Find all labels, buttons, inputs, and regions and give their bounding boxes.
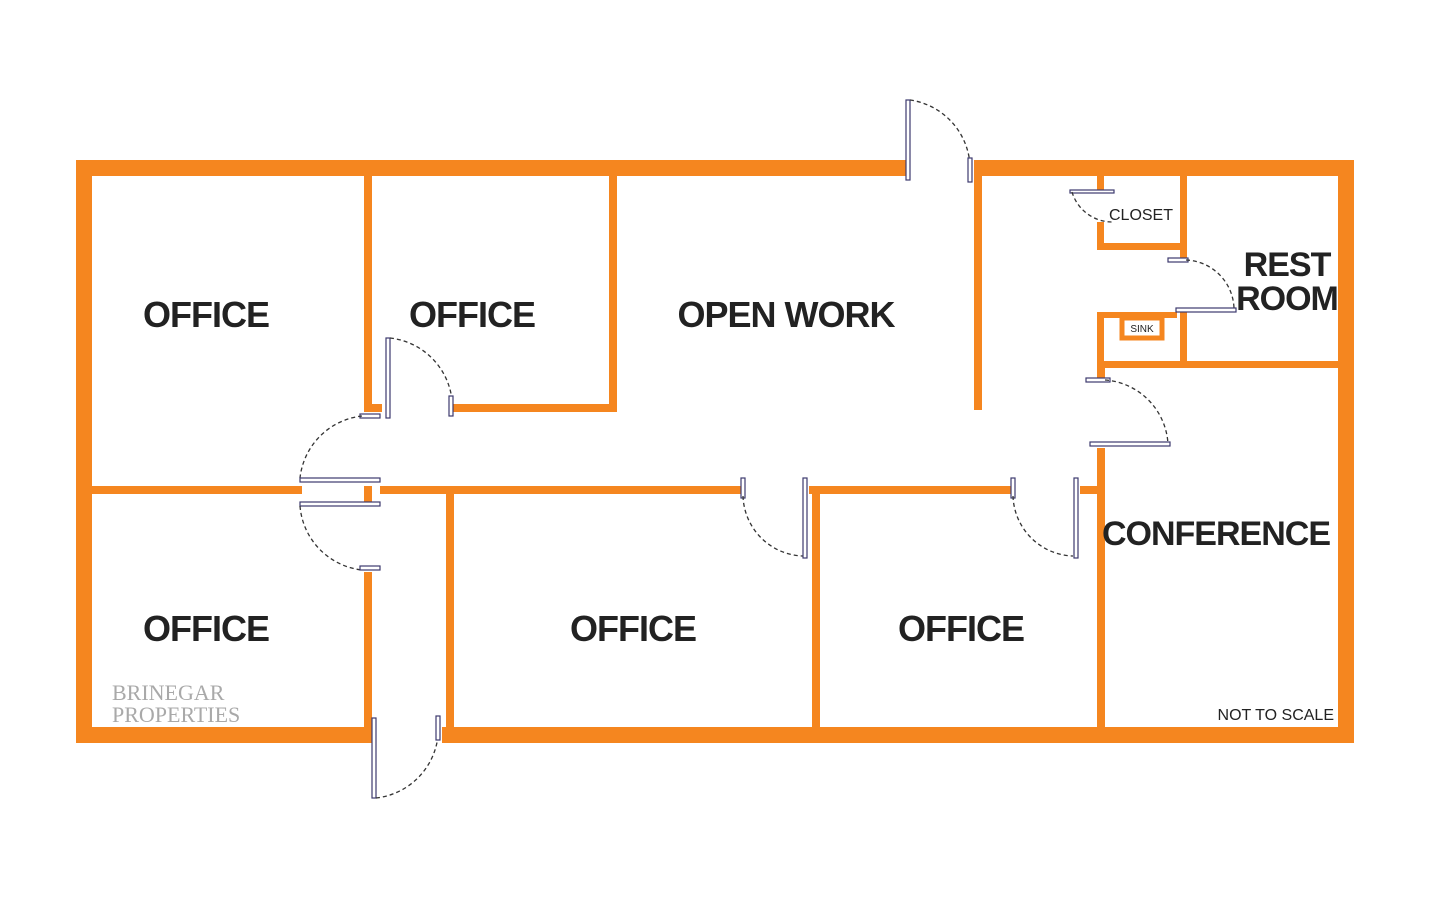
brand-line2: PROPERTIES <box>112 702 240 727</box>
label-closet: CLOSET <box>1109 207 1173 224</box>
entry-door-jamb <box>967 157 973 183</box>
note-not-to-scale: NOT TO SCALE <box>1218 707 1334 724</box>
office4-door-leaf[interactable] <box>802 477 808 559</box>
office2-door-jamb <box>448 395 454 417</box>
office1-door-leaf[interactable] <box>299 477 381 483</box>
office3-door-swing <box>299 505 363 571</box>
office1-door-swing <box>299 415 363 479</box>
wall-corridor-center <box>380 486 743 494</box>
wall-conference-left <box>1097 448 1105 733</box>
conference-door-leaf[interactable] <box>1089 441 1171 447</box>
label-office-top-left: OFFICE <box>143 294 269 335</box>
office4-door-swing <box>742 495 804 557</box>
office2-door-leaf[interactable] <box>385 337 391 419</box>
label-office-top-middle: OFFICE <box>409 294 535 335</box>
restroom-door-leaf[interactable] <box>1175 307 1237 313</box>
wall-closet-left <box>1097 176 1104 192</box>
conference-door-swing <box>1104 379 1169 445</box>
wall-hall-right <box>446 486 454 743</box>
wall-hall-left <box>364 572 372 743</box>
label-conference: CONFERENCE <box>1102 515 1330 553</box>
conference-door-jamb <box>1085 377 1111 383</box>
exterior-wall-top-left <box>76 160 906 176</box>
wall-office2-bottom-stub <box>364 404 382 412</box>
label-rest-room-line2: ROOM <box>1236 280 1338 318</box>
office4-door-jamb <box>740 477 746 499</box>
entry-door-swing <box>909 99 971 166</box>
rear-door-swing <box>375 735 439 799</box>
label-rest-room-line1: REST <box>1244 246 1332 284</box>
wall-office1-office2 <box>364 176 372 412</box>
restroom-door-swing <box>1185 259 1235 309</box>
wall-sink-left <box>1097 312 1104 368</box>
exterior-wall-left <box>76 160 92 743</box>
wall-office2-openwork <box>609 176 617 412</box>
closet-door-leaf[interactable] <box>1069 189 1115 194</box>
wall-conference-stub <box>1080 486 1105 494</box>
exterior-wall-bottom-left <box>76 727 372 743</box>
office5-door-swing <box>1012 495 1074 557</box>
wall-restroom-left-upper <box>1180 176 1187 258</box>
rear-door-leaf[interactable] <box>371 717 377 799</box>
wall-corridor-right <box>809 486 1014 494</box>
label-office-bottom-right: OFFICE <box>898 608 1024 649</box>
wall-closet-bottom <box>1097 243 1187 250</box>
wall-corridor-left <box>92 486 302 494</box>
office1-door-jamb <box>359 413 381 419</box>
rear-door-jamb <box>435 715 441 741</box>
closet-door-swing <box>1071 191 1113 223</box>
office3-door-jamb <box>359 565 381 571</box>
restroom-door-jamb <box>1167 257 1189 263</box>
wall-hall-left-top <box>364 486 372 502</box>
wall-closet-left-lower <box>1097 222 1104 250</box>
office3-door-leaf[interactable] <box>299 501 381 507</box>
office5-door-leaf[interactable] <box>1073 477 1079 559</box>
brand-line1: BRINEGAR <box>112 680 225 705</box>
wall-conference-left-top <box>1097 368 1105 382</box>
exterior-wall-top-right <box>974 160 1354 176</box>
sink-fixture <box>1119 315 1165 341</box>
label-open-work: OPEN WORK <box>677 294 895 335</box>
label-sink: SINK <box>1130 324 1154 335</box>
wall-office2-bottom <box>452 404 617 412</box>
wall-sink-top <box>1097 312 1177 318</box>
exterior-wall-bottom-right <box>442 727 1354 743</box>
wall-office4-office5 <box>812 486 820 733</box>
entry-door-leaf[interactable] <box>905 99 911 181</box>
office5-door-jamb <box>1010 477 1016 499</box>
office2-door-swing <box>389 337 453 401</box>
label-office-bottom-middle: OFFICE <box>570 608 696 649</box>
exterior-wall-right <box>1338 160 1354 743</box>
wall-openwork-right <box>974 176 982 410</box>
wall-restroom-bottom <box>1097 361 1354 368</box>
label-office-bottom-left: OFFICE <box>143 608 269 649</box>
wall-restroom-left-lower <box>1180 312 1187 368</box>
